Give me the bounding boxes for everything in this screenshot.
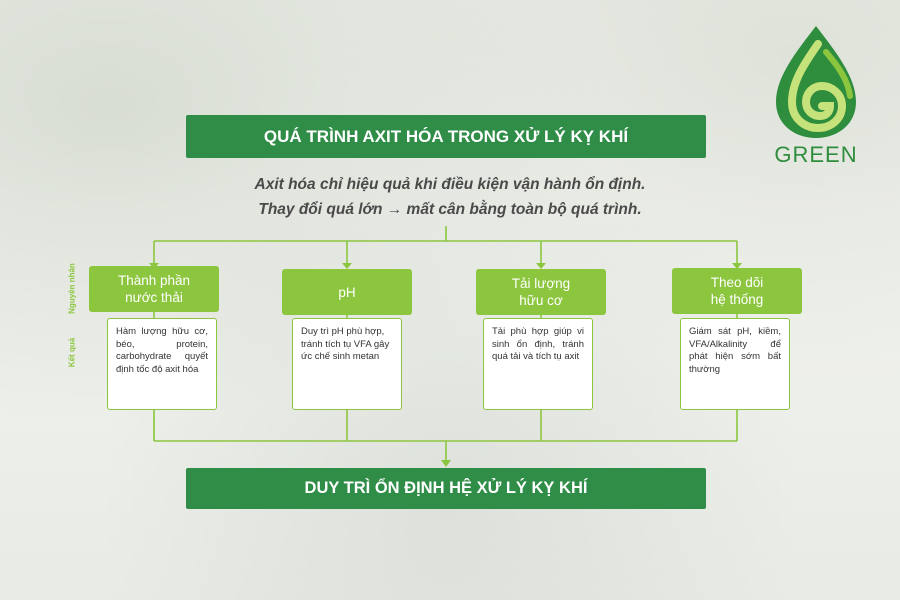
node-head-ph: pH — [282, 269, 412, 315]
node-head-organic-load: Tải lượng hữu cơ — [476, 269, 606, 315]
subtitle-line-1: Axit hóa chỉ hiệu quả khi điều kiện vận … — [254, 176, 646, 193]
node-body-ph: Duy trì pH phù hợp, tránh tích tụ VFA gâ… — [292, 318, 402, 410]
node-head-line: hữu cơ — [519, 293, 563, 308]
arrow-down-icon — [732, 263, 742, 269]
node-head-line: Thành phần — [117, 273, 191, 288]
arrow-down-icon — [441, 460, 451, 467]
node-body-organic-load: Tải phù hợp giúp vi sinh ổn định, tránh … — [483, 318, 593, 410]
leaf-drop-icon — [776, 26, 856, 138]
node-head-line: hệ thống — [710, 292, 764, 307]
node-head-line: Theo dõi — [710, 275, 764, 290]
arrow-down-icon — [536, 263, 546, 269]
node-body-system-monitoring: Giám sát pH, kiềm, VFA/Alkalinity để phá… — [680, 318, 790, 410]
subtitle: Axit hóa chỉ hiệu quả khi điều kiện vận … — [130, 172, 770, 222]
page-title: QUÁ TRÌNH AXIT HÓA TRONG XỬ LÝ KỴ KHÍ — [186, 115, 706, 158]
result-banner: DUY TRÌ ỔN ĐỊNH HỆ XỬ LÝ KỴ KHÍ — [186, 468, 706, 509]
arrow-down-icon — [342, 263, 352, 269]
side-label-cause: Nguyên nhân — [67, 263, 77, 314]
logo-text: GREEN — [774, 142, 858, 167]
green-logo: GREEN — [766, 22, 866, 167]
side-label-result: Kết quả — [67, 337, 77, 368]
node-head-system-monitoring: Theo dõi hệ thống — [672, 268, 802, 314]
node-head-line: nước thải — [125, 290, 183, 305]
node-body-wastewater-composition: Hàm lượng hữu cơ, béo, protein, carbohyd… — [107, 318, 217, 410]
node-head-line: pH — [338, 284, 356, 300]
subtitle-line-2: Thay đổi quá lớn → mất cân bằng toàn bộ … — [258, 201, 642, 218]
node-head-wastewater-composition: Thành phần nước thải — [89, 266, 219, 312]
node-head-line: Tải lượng — [511, 276, 571, 291]
